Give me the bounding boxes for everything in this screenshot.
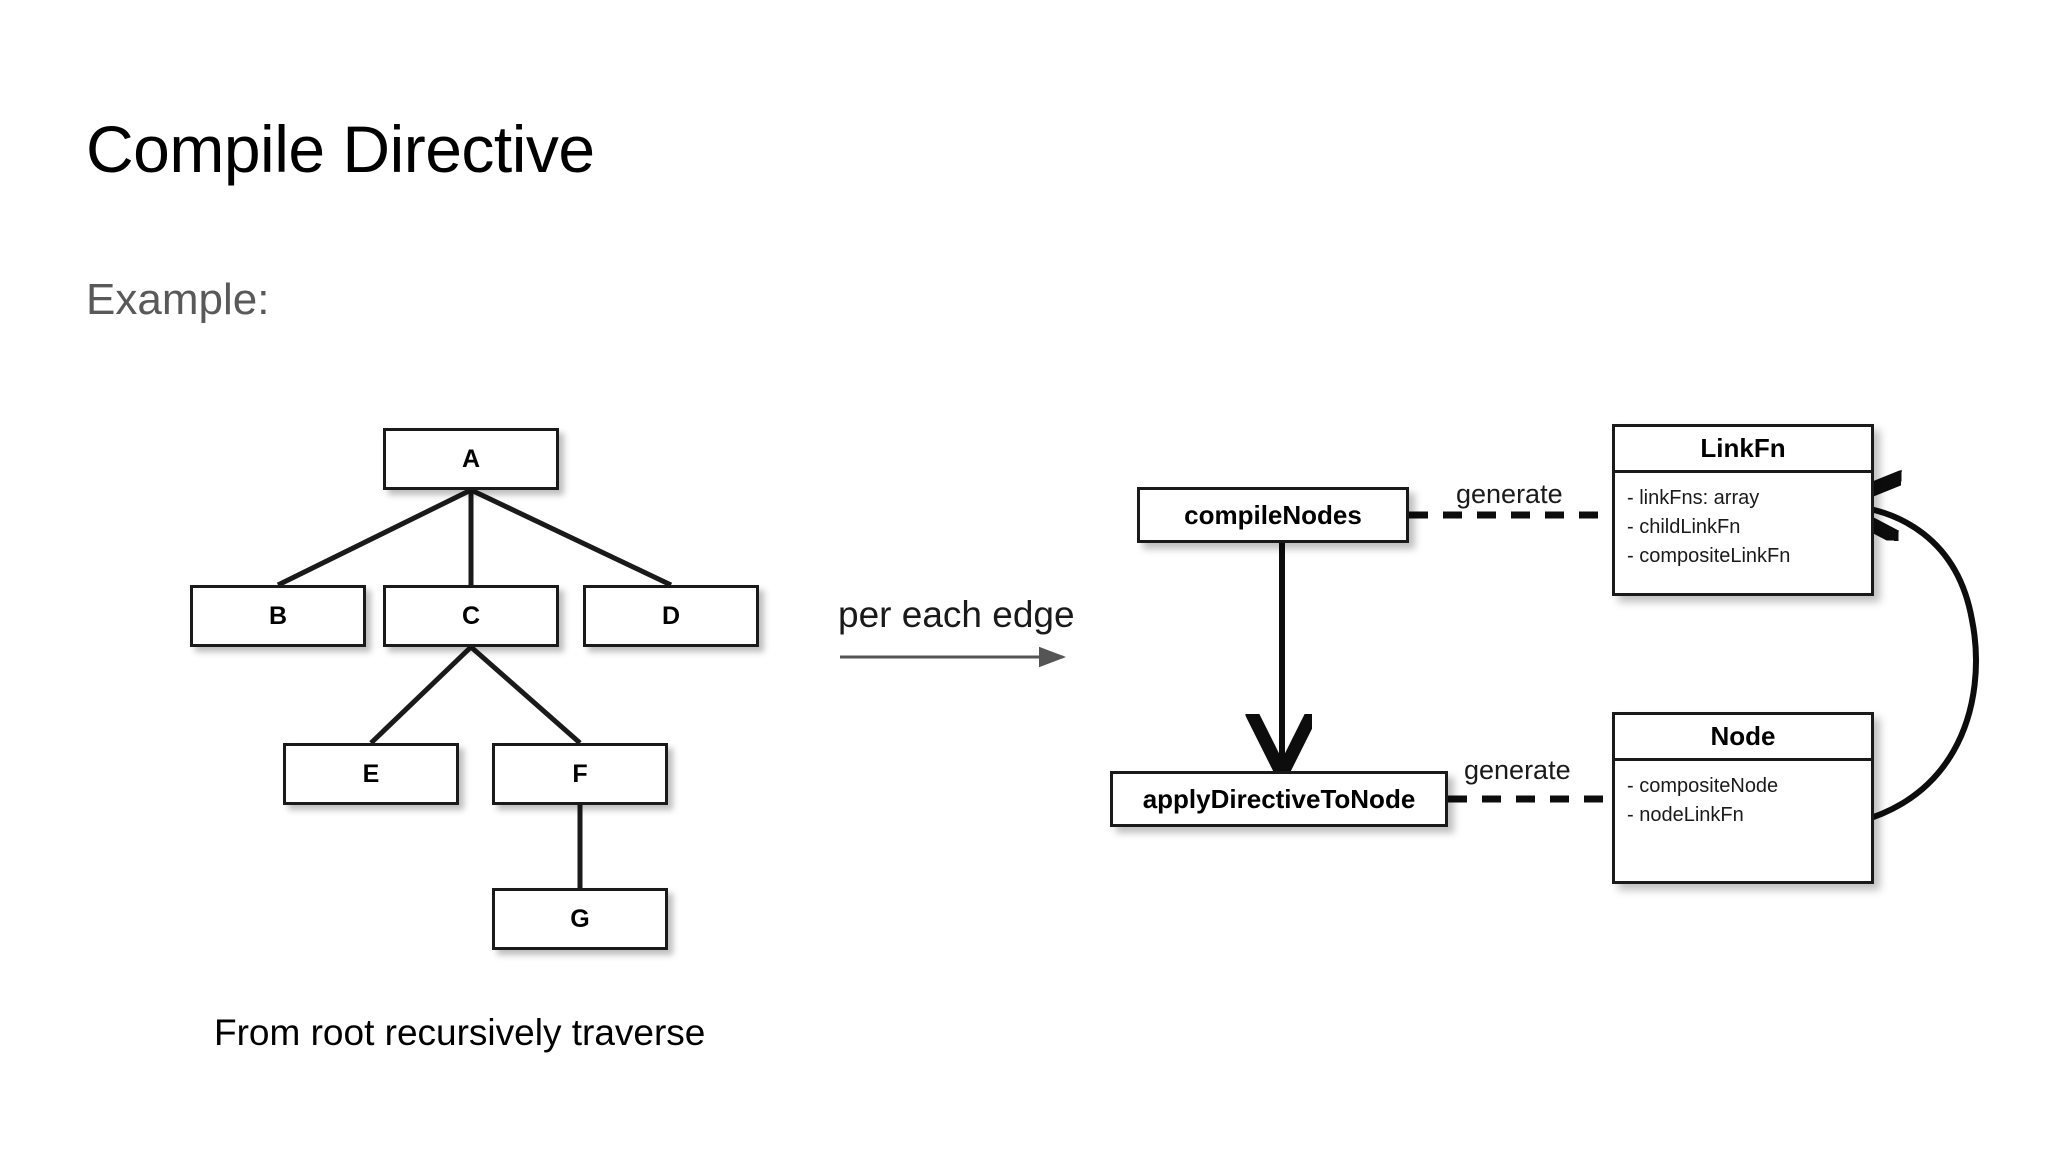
uml-attribute: - compositeNode (1627, 775, 1779, 797)
function-box-label: applyDirectiveToNode (1142, 783, 1416, 814)
tree-node-label: G (570, 904, 590, 933)
tree-node-label: F (572, 759, 588, 788)
uml-class-title: LinkFn (1615, 427, 1871, 473)
relation-label-generate-linkfn: generate (1456, 479, 1563, 509)
page-title: Compile Directive (86, 112, 595, 186)
tree-node-f[interactable]: F (492, 743, 668, 805)
function-box-compilenodes[interactable]: compileNodes (1137, 487, 1409, 543)
tree-node-c[interactable]: C (383, 585, 559, 647)
tree-node-label: D (661, 601, 681, 630)
tree-edge-c-e (369, 645, 473, 745)
tree-edge-a-d (469, 487, 673, 588)
uml-class-node[interactable]: Node - compositeNode - nodeLinkFn (1612, 712, 1874, 884)
tree-node-label: B (268, 601, 288, 630)
tree-edge-c-f (469, 645, 582, 745)
function-box-label: compileNodes (1184, 499, 1362, 530)
tree-node-label: C (461, 601, 481, 630)
uml-attribute: - linkFns: array (1627, 487, 1760, 509)
tree-node-label: A (461, 444, 481, 473)
uml-class-linkfn[interactable]: LinkFn - linkFns: array - childLinkFn - … (1612, 424, 1874, 596)
uml-class-attributes: - compositeNode - nodeLinkFn (1615, 761, 1871, 881)
slide-subtitle: Example: (86, 275, 270, 324)
tree-node-b[interactable]: B (190, 585, 366, 647)
tree-node-a[interactable]: A (383, 428, 559, 490)
uml-class-attributes: - linkFns: array - childLinkFn - composi… (1615, 473, 1871, 593)
tree-caption: From root recursively traverse (214, 1012, 706, 1053)
tree-node-e[interactable]: E (283, 743, 459, 805)
tree-node-label: E (362, 759, 380, 788)
relation-label-generate-node: generate (1464, 755, 1571, 785)
uml-class-title: Node (1615, 715, 1871, 761)
uml-attribute: - compositeLinkFn (1627, 545, 1791, 567)
tree-node-d[interactable]: D (583, 585, 759, 647)
feedback-arrow-node-to-linkfn (1809, 505, 1979, 832)
uml-attribute: - nodeLinkFn (1627, 804, 1744, 826)
uml-attribute: - childLinkFn (1627, 516, 1741, 538)
tree-node-g[interactable]: G (492, 888, 668, 950)
function-box-applydirectivetonode[interactable]: applyDirectiveToNode (1110, 771, 1448, 827)
tree-edge-a-b (276, 487, 473, 588)
per-each-edge-label: per each edge (838, 594, 1075, 635)
